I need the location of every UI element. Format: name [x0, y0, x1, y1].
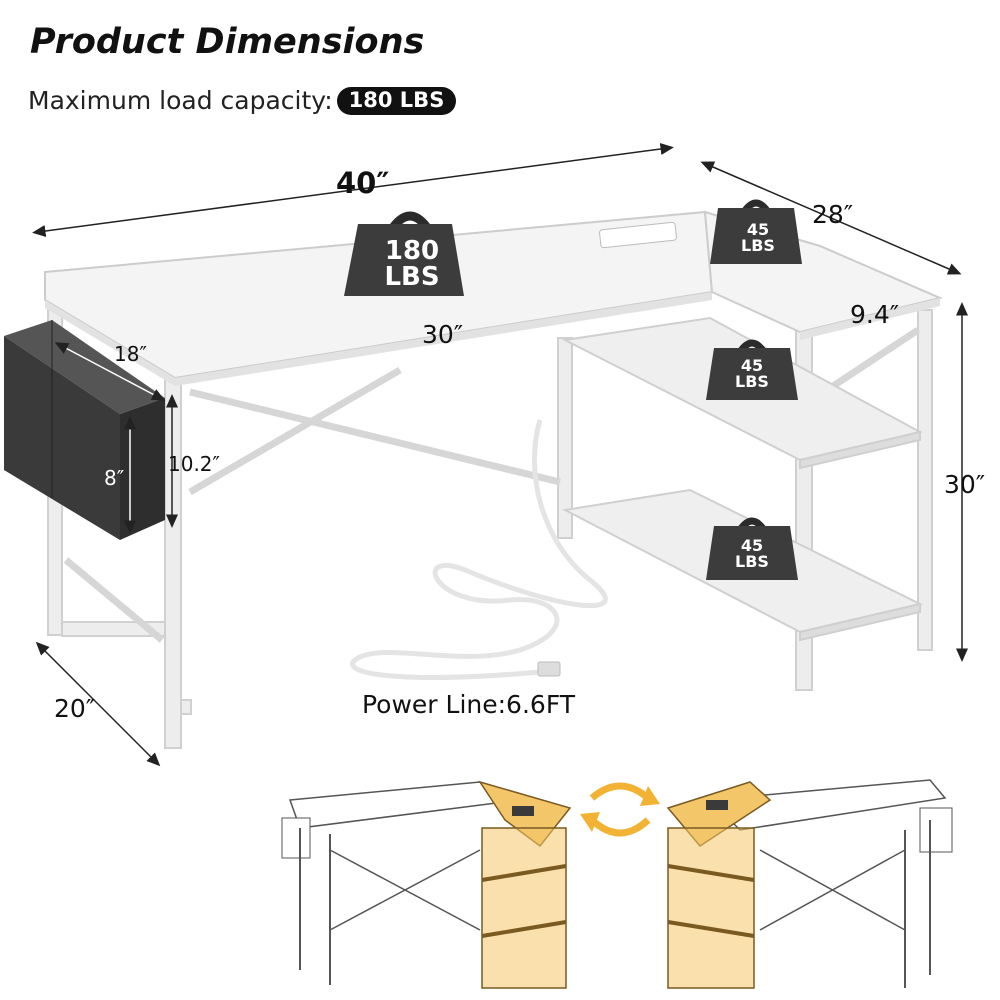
page-title: Product Dimensions	[30, 22, 425, 62]
shelf-width-label: 9.4″	[850, 300, 900, 329]
load-capacity-row: Maximum load capacity: 180 LBS	[28, 86, 457, 115]
desk-depth-label: 20″	[54, 694, 96, 723]
power-outlet	[599, 221, 677, 249]
power-cable	[350, 419, 608, 680]
bag-width-label: 18″	[114, 342, 147, 366]
depth-dimension-line	[35, 641, 161, 767]
power-line-label: Power Line:6.6FT	[362, 690, 576, 719]
leg-clearance-label: 10.2″	[168, 452, 221, 476]
weight-corner-icon	[710, 199, 802, 264]
right-configuration-illustration	[666, 779, 953, 989]
load-capacity-badge: 180 LBS	[336, 86, 457, 115]
left-configuration-illustration	[281, 780, 572, 989]
power-plug	[537, 661, 561, 677]
inner-width-label: 30″	[422, 320, 464, 349]
return-depth-dimension-line	[700, 161, 962, 275]
return-depth-label: 28″	[812, 200, 854, 229]
return-top-edge	[800, 298, 940, 340]
weight-shelf-upper-label: 45 LBS	[735, 356, 769, 391]
weight-main-icon	[344, 211, 464, 296]
bag-width-line	[54, 342, 166, 401]
desk-width-label: 40″	[336, 166, 390, 200]
weight-shelf-lower-icon	[706, 517, 798, 580]
desk-top-front-edge-2	[175, 292, 712, 386]
weight-corner-label: 45 LBS	[741, 220, 775, 255]
weight-main-label: 180 LBS	[384, 236, 440, 292]
weight-shelf-upper-icon	[706, 339, 798, 400]
load-capacity-label: Maximum load capacity:	[28, 86, 333, 115]
bag-height-label: 8″	[104, 466, 125, 490]
swap-arrows-icon	[580, 782, 660, 837]
height-label: 30″	[944, 470, 986, 499]
width-dimension-line	[32, 143, 674, 237]
weight-shelf-lower-label: 45 LBS	[735, 536, 769, 571]
